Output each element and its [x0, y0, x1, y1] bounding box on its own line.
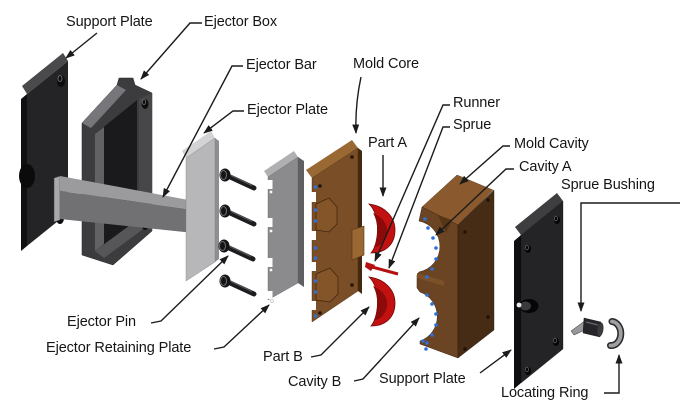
- molded-parts: [365, 203, 399, 327]
- label-runner: Runner: [453, 95, 500, 111]
- leader-mold-cavity: [459, 145, 510, 185]
- leader-ejector-bar: [162, 65, 243, 198]
- cooling-line-dots: [421, 217, 438, 351]
- ejector-retaining-plate-part: [264, 151, 304, 303]
- label-ejector-plate: Ejector Plate: [247, 102, 328, 118]
- leader-ejector-plate: [203, 110, 244, 134]
- leader-mold-core: [352, 76, 362, 134]
- sprue-part: [365, 262, 375, 271]
- label-locating-ring: Locating Ring: [501, 385, 589, 401]
- label-sprue-bushing: Sprue Bushing: [561, 177, 655, 193]
- cooling-line-dots: [313, 185, 318, 318]
- leader-support-plate-top: [65, 32, 98, 59]
- ejector-plate-part: [182, 131, 219, 282]
- label-part-a: Part A: [368, 135, 407, 151]
- label-ejector-bar: Ejector Bar: [246, 57, 317, 73]
- leader-runner: [374, 104, 450, 262]
- label-support-plate-top: Support Plate: [66, 14, 153, 30]
- ejector-pin-part: [219, 204, 257, 227]
- label-ejector-box: Ejector Box: [204, 14, 278, 30]
- leader-sprue: [388, 126, 450, 269]
- label-ejector-pin: Ejector Pin: [67, 314, 137, 330]
- label-mold-core: Mold Core: [353, 56, 419, 72]
- ejector-pins-part: [218, 168, 257, 297]
- leader-cavity-a: [435, 168, 514, 236]
- leader-support-plate-bottom: [479, 349, 512, 374]
- label-support-plate-bottom: Support Plate: [379, 371, 466, 387]
- leader-part-b: [310, 306, 370, 358]
- label-part-b: Part B: [263, 349, 303, 365]
- mold-cavity-part: [416, 174, 495, 359]
- ejector-box-part: [81, 77, 153, 266]
- label-mold-cavity: Mold Cavity: [514, 136, 589, 152]
- ejector-pin-part: [218, 239, 256, 262]
- ejector-pin-part: [219, 168, 257, 191]
- core-boss: [315, 267, 339, 303]
- support-plate-left-part: [19, 53, 68, 251]
- leader-locating-ring: [604, 354, 623, 394]
- leader-sprue-bushing: [577, 202, 680, 312]
- support-plate-right-part: [514, 193, 564, 389]
- leader-ejector-pin: [150, 255, 229, 324]
- sprue-notch: [438, 215, 452, 233]
- leader-ejector-retaining-plate: [213, 304, 270, 350]
- leader-ejector-box: [140, 22, 202, 80]
- bar-notch: [19, 164, 35, 188]
- leader-cavity-b: [353, 317, 420, 382]
- label-cavity-b: Cavity B: [288, 374, 342, 390]
- label-sprue: Sprue: [453, 117, 492, 133]
- locating-ring-part: [607, 318, 625, 349]
- sprue-pocket-tab: [351, 225, 365, 261]
- sprue-bushing-part: [570, 317, 604, 338]
- ejector-bar-part: [53, 175, 194, 233]
- label-cavity-a: Cavity A: [519, 159, 572, 175]
- core-boss: [315, 197, 338, 233]
- runner-part: [371, 265, 399, 276]
- leader-lines: [65, 22, 680, 394]
- ejector-pin-part: [219, 274, 257, 297]
- label-ejector-retaining-plate: Ejector Retaining Plate: [46, 340, 192, 356]
- mold-core-part: [306, 140, 365, 323]
